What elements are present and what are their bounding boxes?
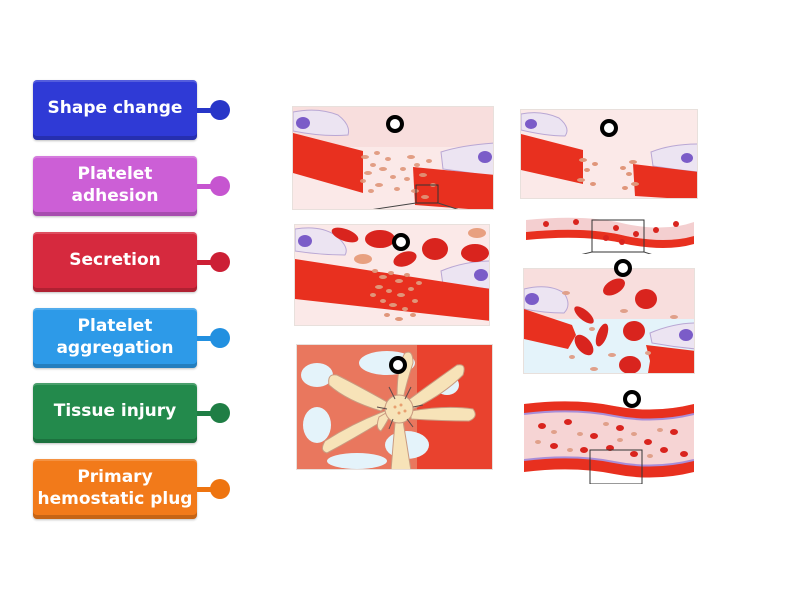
connector-platelet-adhesion[interactable]	[197, 176, 230, 196]
image-vessel-segment-zoom	[526, 214, 694, 254]
connector-dot[interactable]	[210, 479, 230, 499]
label-shape-change[interactable]: Shape change	[33, 80, 197, 140]
image-activated-platelet	[296, 344, 493, 470]
image-intact-vessel	[524, 392, 694, 484]
connector-stem	[197, 260, 215, 265]
drop-target-ring-3[interactable]	[392, 233, 410, 251]
connector-dot[interactable]	[210, 176, 230, 196]
connector-stem	[197, 108, 215, 113]
connector-stem	[197, 487, 215, 492]
drop-target-ring-7[interactable]	[623, 390, 641, 408]
image-broken-vessel-rbcs	[523, 268, 695, 374]
drop-target-ring-1[interactable]	[386, 115, 404, 133]
label-tissue-injury[interactable]: Tissue injury	[33, 383, 197, 443]
image-platelet-plug-gap	[292, 106, 494, 210]
connector-dot[interactable]	[210, 100, 230, 120]
image-dense-platelet-plug	[294, 224, 490, 326]
drop-target-ring-5[interactable]	[614, 259, 632, 277]
label-primary-hemostatic-plug[interactable]: Primary hemostatic plug	[33, 459, 197, 519]
label-secretion[interactable]: Secretion	[33, 232, 197, 292]
drop-target-ring-2[interactable]	[600, 119, 618, 137]
connector-stem	[197, 336, 215, 341]
connector-secretion[interactable]	[197, 252, 230, 272]
connector-tissue-injury[interactable]	[197, 403, 230, 423]
label-platelet-adhesion[interactable]: Platelet adhesion	[33, 156, 197, 216]
drop-target-ring-6[interactable]	[389, 356, 407, 374]
connector-dot[interactable]	[210, 252, 230, 272]
connector-stem	[197, 411, 215, 416]
connector-shape-change[interactable]	[197, 100, 230, 120]
connector-platelet-aggregation[interactable]	[197, 328, 230, 348]
connector-dot[interactable]	[210, 328, 230, 348]
label-platelet-aggregation[interactable]: Platelet aggregation	[33, 308, 197, 368]
connector-primary-hemostatic-plug[interactable]	[197, 479, 230, 499]
connector-stem	[197, 184, 215, 189]
connector-dot[interactable]	[210, 403, 230, 423]
